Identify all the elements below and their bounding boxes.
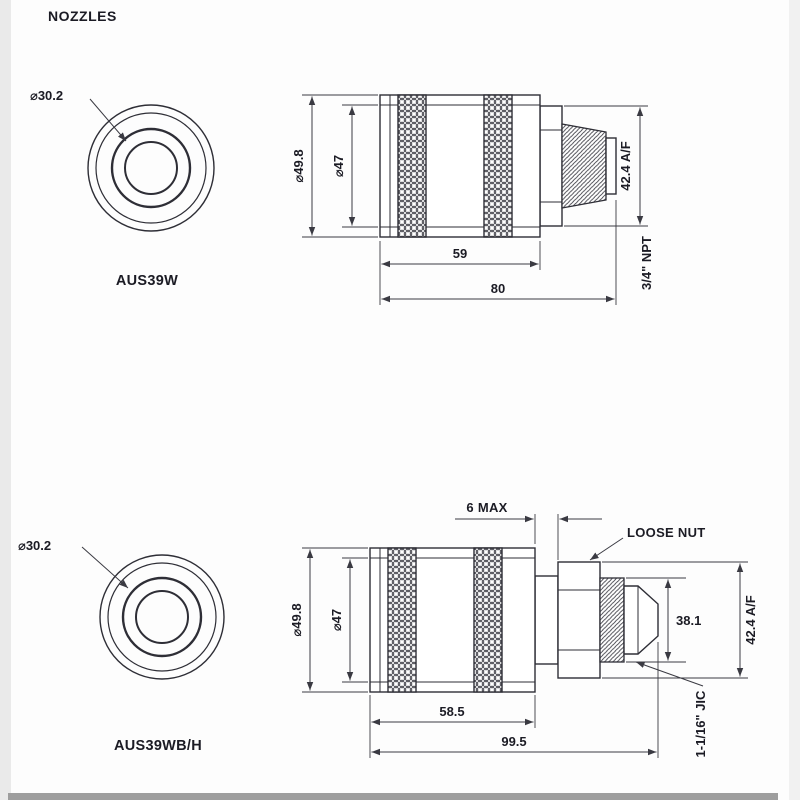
loose-nut-leader [589, 537, 624, 561]
aus39wbh-loose-nut [557, 561, 601, 679]
aus39w-bore [124, 141, 178, 195]
loose-nut-callout: LOOSE NUT [627, 525, 706, 540]
aus39wbh-overall-length-label: 99.5 [501, 734, 526, 749]
aus39wbh-thread-label: 1-1/16" JIC [693, 690, 708, 757]
aus39w-side-view [379, 94, 617, 238]
aus39w-dimensions: ⌀49.8 ⌀47 42.4 A/F 3/4" NPT 59 80 [291, 94, 654, 305]
aus39w-ring-2 [95, 112, 207, 224]
aus39wbh-side-view [369, 547, 659, 693]
aus39w-knurl-band-front [397, 94, 427, 238]
aus39wbh-flare-nose [623, 585, 659, 655]
aus39wbh-bore-dia-label: ⌀30.2 [18, 538, 51, 553]
aus39w-outer-ring [87, 104, 215, 232]
aus39w-npt-thread [561, 123, 607, 209]
aus39w-part-label: AUS39W [116, 273, 178, 289]
aus39w-body-dia-label: ⌀49.8 [291, 149, 306, 182]
aus39wbh-bore [135, 590, 189, 644]
scan-edge-right [789, 0, 800, 800]
jic-thread-leader [635, 661, 704, 687]
aus39wbh-dimensions: ⌀49.8 ⌀47 6 MAX LOOSE NUT 38.1 42.4 A/F … [289, 500, 758, 758]
aus39wbh-knurl-band-rear [473, 547, 503, 693]
aus39wbh-hex-flats-label: 42.4 A/F [743, 595, 758, 644]
aus39w-body-length-label: 59 [453, 246, 467, 261]
aus39w-overall-length-label: 80 [491, 281, 505, 296]
aus39w-sleeve-dia-label: ⌀47 [331, 155, 346, 177]
aus39wbh-bore-leader [81, 546, 129, 589]
aus39wbh-jic-thread [599, 577, 625, 663]
aus39wbh-neck [534, 575, 559, 665]
aus39wbh-flare-dia-label: 38.1 [676, 613, 701, 628]
aus39wbh-outer-ring [99, 554, 225, 680]
scan-edge-bottom [8, 793, 778, 800]
aus39w-ring-3 [110, 127, 192, 209]
aus39wbh-body-dia-label: ⌀49.8 [289, 603, 304, 636]
aus39wbh-sleeve-dia-label: ⌀47 [329, 609, 344, 631]
aus39w-hex-flats-label: 42.4 A/F [618, 141, 633, 190]
page-title: NOZZLES [48, 8, 117, 24]
aus39w-bore-dia-label: ⌀30.2 [30, 88, 63, 103]
aus39wbh-front-view: ⌀30.2 AUS39WB/H [18, 538, 225, 754]
aus39wbh-nut-travel-label: 6 MAX [466, 500, 507, 515]
aus39w-thread-tip [605, 137, 617, 195]
scan-edge-left [0, 0, 11, 800]
aus39w-hex [539, 105, 563, 227]
aus39wbh-part-label: AUS39WB/H [114, 738, 202, 754]
aus39w-front-view: ⌀30.2 AUS39W [30, 88, 215, 289]
aus39w-thread-label: 3/4" NPT [639, 236, 654, 290]
aus39w-bore-leader [89, 98, 127, 142]
aus39wbh-ring-3 [121, 576, 203, 658]
aus39wbh-body-length-label: 58.5 [439, 704, 464, 719]
aus39wbh-knurl-band-front [387, 547, 417, 693]
aus39wbh-ring-2 [107, 562, 217, 672]
aus39w-knurl-band-rear [483, 94, 513, 238]
